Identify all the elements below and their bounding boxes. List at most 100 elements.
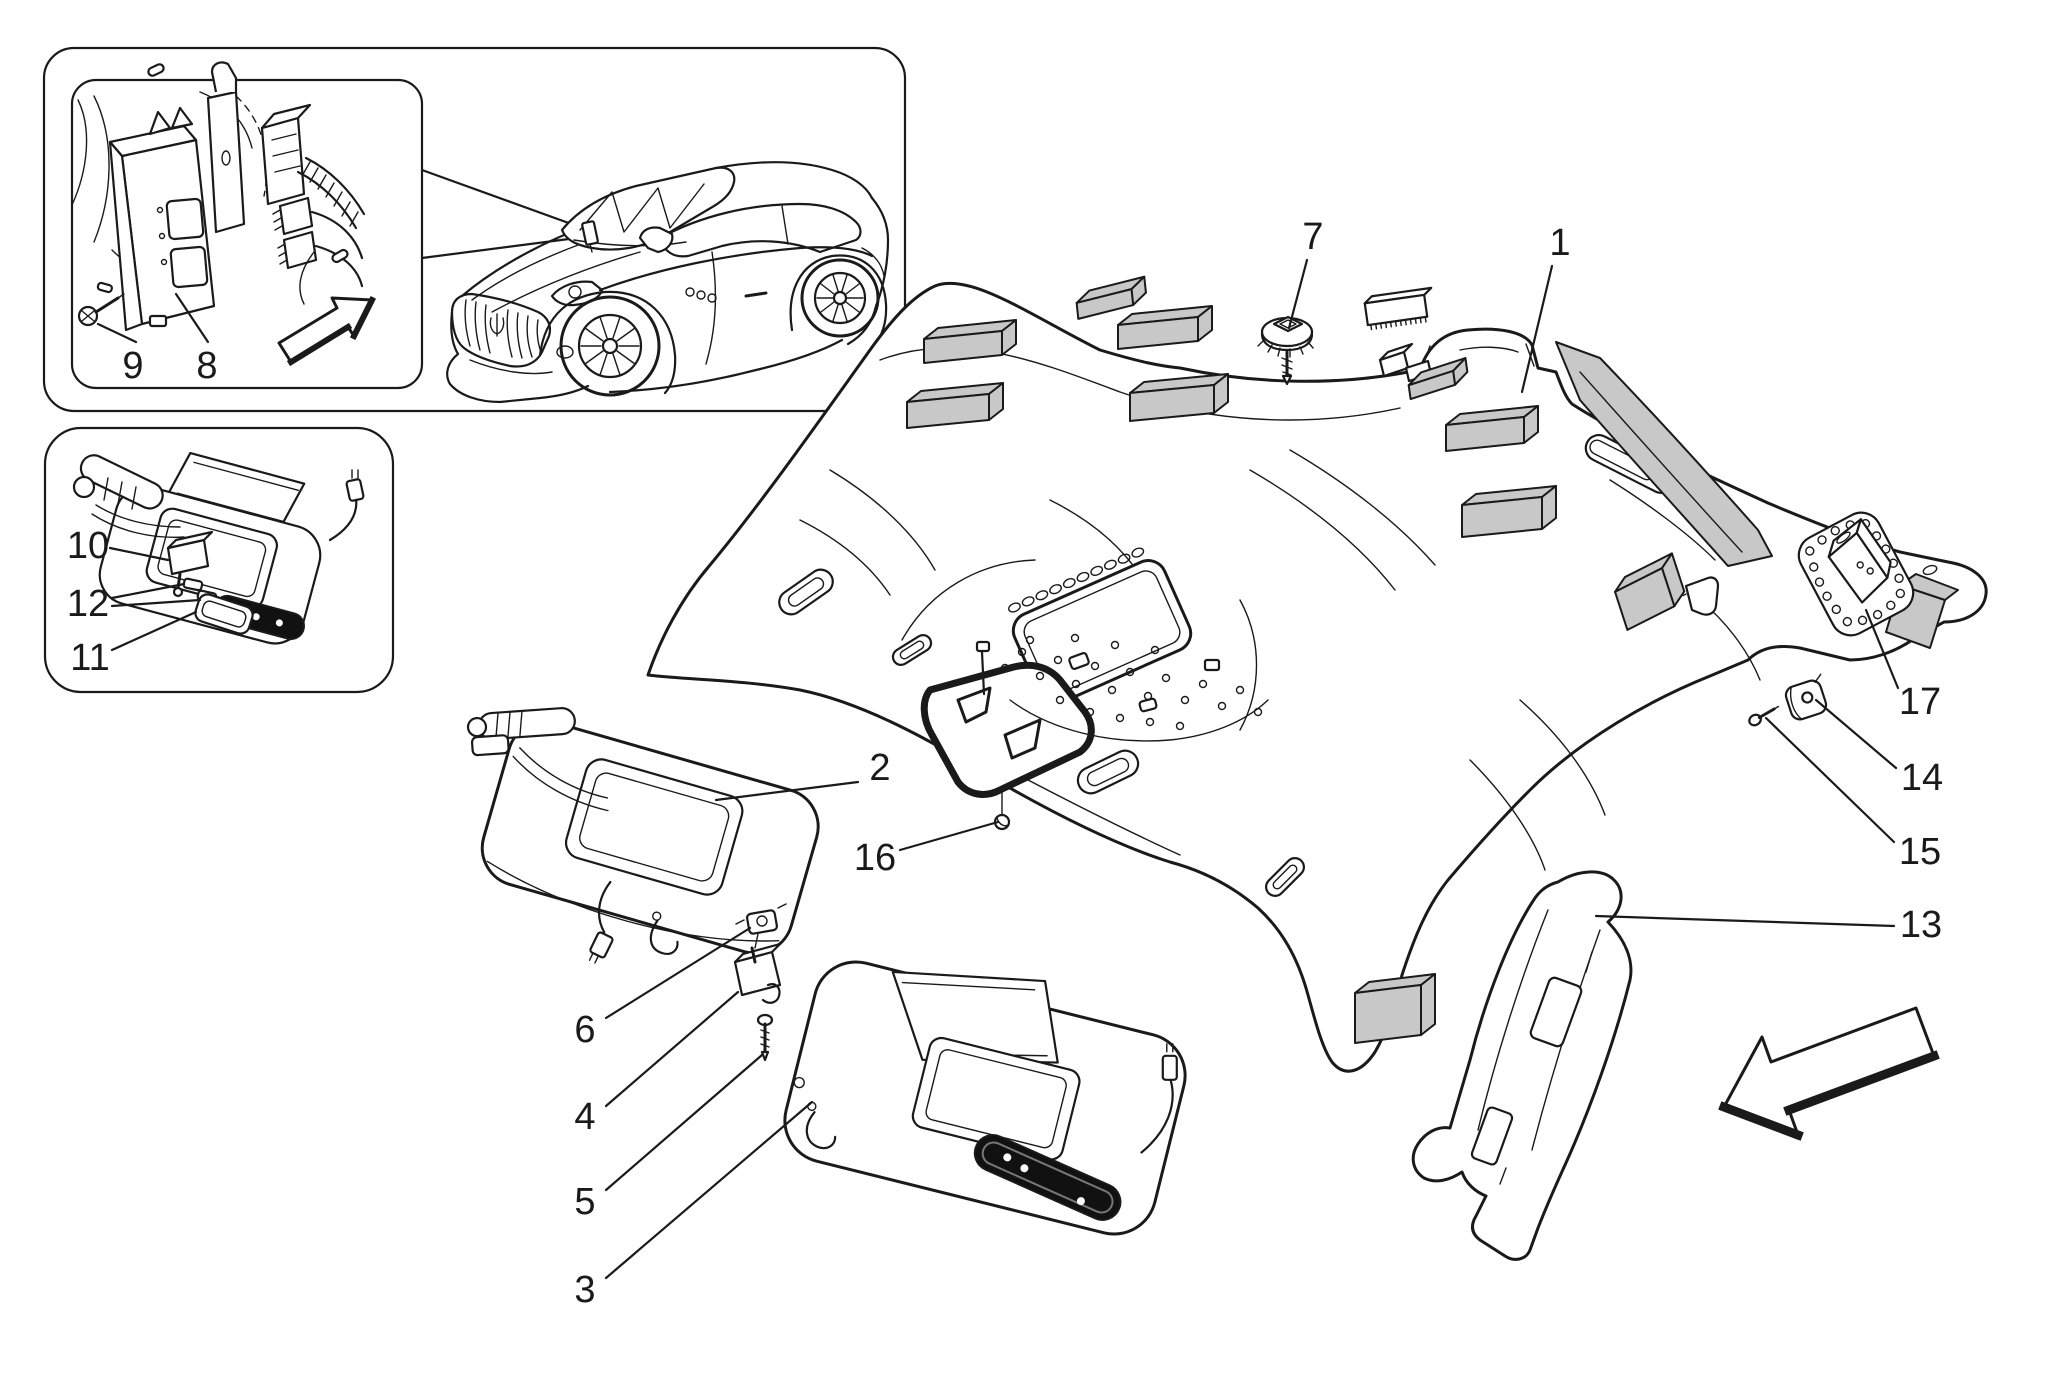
callout-8: 8 — [174, 292, 218, 387]
visor-connector — [588, 931, 614, 964]
foam-pad — [923, 319, 1017, 364]
side-mirror — [638, 226, 674, 254]
leader-line — [604, 1053, 764, 1192]
callout-label: 12 — [67, 583, 109, 625]
visor-hook — [805, 1111, 837, 1150]
pad-front-face — [1614, 567, 1676, 631]
wiring-harness-area — [1000, 633, 1269, 742]
wedge-connectors — [272, 196, 364, 305]
pad-front-face — [1129, 384, 1215, 422]
callout-12: 12 — [67, 582, 202, 625]
car-illustration — [446, 161, 890, 404]
vanity-light-bar — [973, 1134, 1122, 1221]
pillar-trim-part13 — [1411, 870, 1633, 1261]
callout-label: 1 — [1549, 222, 1570, 264]
callout-14: 14 — [1814, 698, 1943, 799]
leader-line — [1287, 258, 1309, 330]
screw-part9 — [77, 293, 125, 327]
leader-line — [108, 546, 170, 562]
callout-label: 4 — [574, 1096, 595, 1138]
foam-pad — [1461, 485, 1557, 538]
mount-bracket — [206, 61, 246, 234]
callout-9: 9 — [96, 322, 144, 387]
clip-pins — [96, 63, 349, 294]
trident-emblem — [489, 313, 505, 337]
visor-pivot — [466, 707, 576, 757]
callout-1: 1 — [1520, 222, 1571, 394]
leader-line — [714, 780, 860, 802]
inset-pointer-lines — [420, 168, 594, 260]
windshield — [560, 166, 736, 251]
inset-visor-pivot — [72, 454, 185, 539]
pad-front-face — [1075, 288, 1135, 320]
headliner-panel — [646, 281, 1988, 1073]
clip-part6 — [735, 903, 787, 949]
leader-line — [898, 820, 1000, 852]
foam-pad — [1445, 405, 1539, 452]
leader-line — [1594, 914, 1896, 928]
foam-pad — [1075, 275, 1147, 320]
foam-pad — [1129, 373, 1229, 422]
visor-cable — [1140, 1079, 1174, 1154]
module-part17 — [1797, 511, 1915, 637]
leader-line — [96, 322, 138, 344]
pad-front-face — [906, 393, 990, 429]
leader-line — [604, 1100, 814, 1280]
leader-line — [1764, 716, 1896, 844]
target-part-on-cowl — [581, 220, 599, 253]
fastener-part7 — [1257, 315, 1314, 386]
sun-visor-right — [783, 960, 1187, 1236]
visor-cable — [597, 880, 612, 934]
screw-part5 — [756, 1013, 774, 1062]
foam-pad — [1117, 305, 1213, 350]
callout-16: 16 — [854, 820, 1000, 879]
pad-front-face — [923, 330, 1003, 364]
rear-wheel — [800, 258, 880, 338]
callout-15: 15 — [1764, 716, 1941, 873]
console-bracket — [920, 640, 1095, 798]
harness-clip — [1684, 576, 1720, 616]
callout-label: 5 — [574, 1181, 595, 1223]
callout-label: 9 — [122, 345, 143, 387]
leader-line — [1520, 264, 1554, 394]
callout-label: 8 — [196, 345, 217, 387]
callout-label: 6 — [574, 1009, 595, 1051]
direction-arrow-large — [1718, 1006, 1940, 1141]
leader-line — [110, 582, 186, 600]
pad-front-face — [1354, 984, 1422, 1044]
leader-line — [604, 990, 740, 1108]
pad-front-face — [1117, 316, 1199, 350]
leader-line — [1814, 698, 1898, 770]
callout-6: 6 — [574, 926, 752, 1051]
harness-connector — [260, 103, 366, 230]
callout-2: 2 — [714, 747, 891, 802]
callout-5: 5 — [574, 1053, 764, 1223]
pad-strip-seam — [1579, 371, 1743, 553]
foam-pads-layer — [906, 275, 1686, 1044]
foam-pad — [1354, 973, 1436, 1044]
callout-4: 4 — [574, 990, 740, 1138]
callout-label: 13 — [1900, 904, 1942, 946]
visor-hook — [649, 919, 679, 955]
callout-7: 7 — [1287, 216, 1324, 330]
foam-pad — [906, 382, 1004, 429]
callout-label: 10 — [67, 525, 109, 567]
callout-label: 16 — [854, 837, 896, 879]
pad-side-face — [1420, 973, 1436, 1036]
leader-line — [604, 926, 752, 1020]
callout-label: 14 — [1901, 757, 1943, 799]
callout-label: 7 — [1302, 216, 1323, 258]
callout-label: 2 — [869, 747, 890, 789]
pad-front-face — [1461, 496, 1543, 538]
callout-label: 17 — [1899, 681, 1941, 723]
inset-vehicle-location — [42, 46, 907, 413]
control-unit — [108, 106, 216, 332]
clip-part14 — [1784, 673, 1828, 721]
front-wheel — [559, 295, 661, 397]
callout-label: 15 — [1899, 831, 1941, 873]
sun-visor-left — [466, 707, 820, 964]
callout-label: 11 — [70, 637, 109, 679]
leader-line — [110, 598, 202, 608]
